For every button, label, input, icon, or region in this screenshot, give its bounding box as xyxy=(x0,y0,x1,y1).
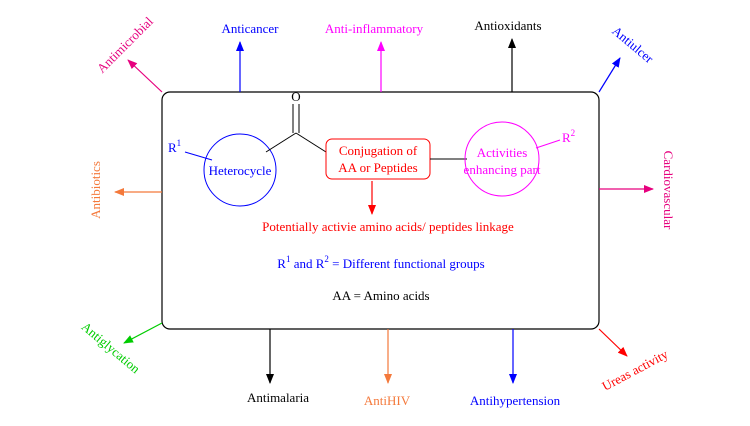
linkage-text: Potentially activie amino acids/ peptide… xyxy=(262,219,514,234)
enhancer-line1: Activities xyxy=(477,145,528,160)
antihiv-label: AntiHIV xyxy=(364,393,411,408)
r2-label: R2 xyxy=(562,128,575,145)
ureas-activity-arrow xyxy=(598,328,628,357)
heterocycle-label: Heterocycle xyxy=(209,163,272,178)
r-groups-text: R1 and R2 = Different functional groups xyxy=(277,254,484,271)
carbonyl-oxygen: O xyxy=(291,89,300,104)
r1-bond xyxy=(184,151,213,161)
antibiotics-label: Antibiotics xyxy=(88,161,103,219)
carbonyl-to-conjugation-bond xyxy=(295,132,327,153)
heterocycle-ring xyxy=(203,133,277,207)
antiglycation-arrow xyxy=(123,322,163,344)
antimicrobial-label: Antimicrobial xyxy=(94,13,156,75)
r1-label: R1 xyxy=(168,138,181,155)
antiulcer-arrow xyxy=(598,57,621,93)
conjugation-line2: AA or Peptides xyxy=(338,160,417,175)
anticancer-label: Anticancer xyxy=(221,21,279,36)
antimalaria-label: Antimalaria xyxy=(247,390,309,405)
antimicrobial-arrow xyxy=(127,59,163,93)
cardiovascular-label: Cardiovascular xyxy=(661,151,676,230)
enhancer-ring xyxy=(464,121,540,197)
antioxidants-label: Antioxidants xyxy=(474,18,541,33)
antiulcer-label: Antiulcer xyxy=(609,23,657,66)
antihypertension-label: Antihypertension xyxy=(470,393,561,408)
antiglycation-label: Antiglycation xyxy=(79,319,144,377)
aa-definition-text: AA = Amino acids xyxy=(332,288,429,303)
enhancer-line2: enhancing part xyxy=(464,162,541,177)
anti-inflammatory-label: Anti-inflammatory xyxy=(325,21,424,36)
ring-to-carbonyl-bond xyxy=(265,132,297,153)
ureas-activity-label: Ureas activity xyxy=(599,346,671,394)
conjugation-line1: Conjugation of xyxy=(339,143,418,158)
r2-bond xyxy=(535,139,561,149)
